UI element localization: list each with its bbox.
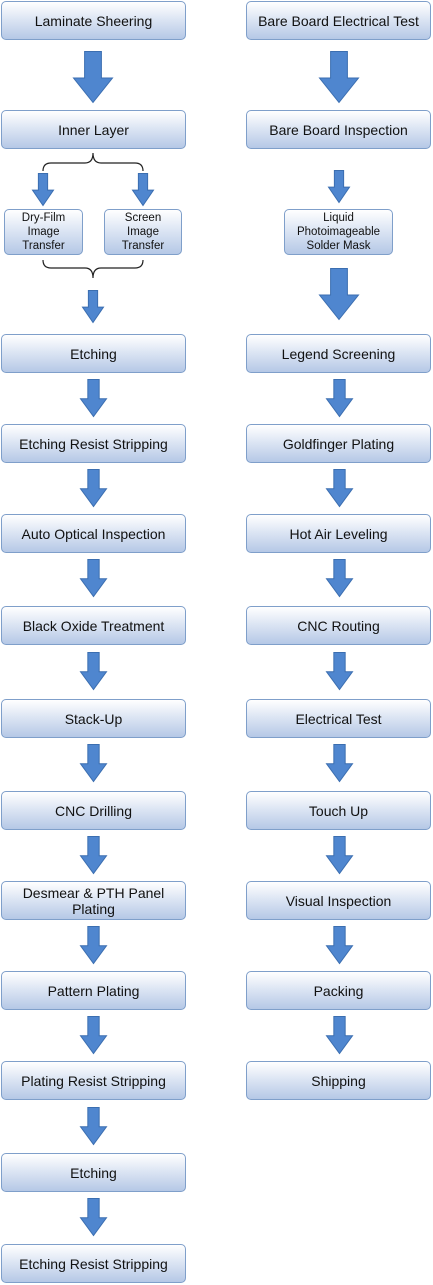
step-etching-resist-stripping-1: Etching Resist Stripping [1, 424, 186, 463]
arrow-shape [79, 652, 108, 691]
step-etching-2: Etching [1, 1153, 186, 1192]
arrow-shape [325, 469, 354, 508]
step-stack-up: Stack-Up [1, 699, 186, 738]
step-cnc-drilling: CNC Drilling [1, 791, 186, 830]
arrow-shape [81, 290, 105, 324]
step-packing: Packing [246, 971, 431, 1010]
arrow-icon [79, 744, 108, 783]
arrow-shape [325, 744, 354, 783]
arrow-shape [79, 379, 108, 418]
step-inner-layer: Inner Layer [1, 110, 186, 149]
arrow-icon [79, 1198, 108, 1237]
arrow-shape [327, 170, 351, 204]
arrow-shape [79, 1198, 108, 1237]
arrow-shape [131, 173, 155, 207]
arrow-shape [79, 469, 108, 508]
step-bare-board-electrical-test: Bare Board Electrical Test [246, 1, 431, 40]
step-electrical-test: Electrical Test [246, 699, 431, 738]
arrow-icon [72, 51, 114, 104]
arrow-shape [325, 379, 354, 418]
arrow-shape [79, 744, 108, 783]
arrow-icon [318, 51, 360, 104]
arrow-shape [79, 926, 108, 965]
arrow-icon [79, 559, 108, 598]
arrow-shape [72, 51, 114, 104]
arrow-icon [325, 469, 354, 508]
arrow-icon [79, 1016, 108, 1055]
arrow-shape [325, 836, 354, 875]
step-goldfinger-plating: Goldfinger Plating [246, 424, 431, 463]
arrow-icon [79, 379, 108, 418]
step-hot-air-leveling: Hot Air Leveling [246, 514, 431, 553]
step-etching-resist-stripping-2: Etching Resist Stripping [1, 1244, 186, 1283]
arrow-shape [79, 559, 108, 598]
arrow-icon [318, 268, 360, 321]
arrow-icon [325, 836, 354, 875]
arrow-shape [318, 268, 360, 321]
arrow-icon [325, 744, 354, 783]
step-cnc-routing: CNC Routing [246, 606, 431, 645]
step-black-oxide-treatment: Black Oxide Treatment [1, 606, 186, 645]
arrow-icon [131, 173, 155, 207]
step-dry-film-image-transfer: Dry-Film Image Transfer [4, 209, 83, 255]
arrow-shape [79, 1016, 108, 1055]
arrow-icon [327, 170, 351, 204]
arrow-icon [79, 926, 108, 965]
step-liquid-photoimageable-solder-mask: Liquid Photoimageable Solder Mask [284, 209, 393, 255]
arrow-icon [79, 469, 108, 508]
step-pattern-plating: Pattern Plating [1, 971, 186, 1010]
arrow-icon [31, 173, 55, 207]
arrow-icon [79, 1107, 108, 1146]
split-brace-path [42, 152, 144, 172]
arrow-icon [79, 652, 108, 691]
step-screen-image-transfer: Screen Image Transfer [104, 209, 182, 255]
step-laminate-sheering: Laminate Sheering [1, 1, 186, 40]
step-plating-resist-stripping: Plating Resist Stripping [1, 1061, 186, 1100]
arrow-shape [325, 652, 354, 691]
arrow-shape [79, 1107, 108, 1146]
arrow-icon [325, 1016, 354, 1055]
arrow-icon [79, 836, 108, 875]
step-desmear-pth-panel-plating: Desmear & PTH Panel Plating [1, 881, 186, 920]
arrow-shape [325, 926, 354, 965]
arrow-icon [325, 379, 354, 418]
step-auto-optical-inspection: Auto Optical Inspection [1, 514, 186, 553]
arrow-shape [79, 836, 108, 875]
merge-brace-path [42, 259, 144, 279]
step-legend-screening: Legend Screening [246, 334, 431, 373]
step-etching-1: Etching [1, 334, 186, 373]
arrow-icon [325, 559, 354, 598]
arrow-shape [325, 1016, 354, 1055]
arrow-shape [325, 559, 354, 598]
step-shipping: Shipping [246, 1061, 431, 1100]
step-bare-board-inspection: Bare Board Inspection [246, 110, 431, 149]
arrow-icon [325, 652, 354, 691]
arrow-icon [81, 290, 105, 324]
arrow-shape [318, 51, 360, 104]
step-touch-up: Touch Up [246, 791, 431, 830]
step-visual-inspection: Visual Inspection [246, 881, 431, 920]
arrow-icon [325, 926, 354, 965]
arrow-shape [31, 173, 55, 207]
